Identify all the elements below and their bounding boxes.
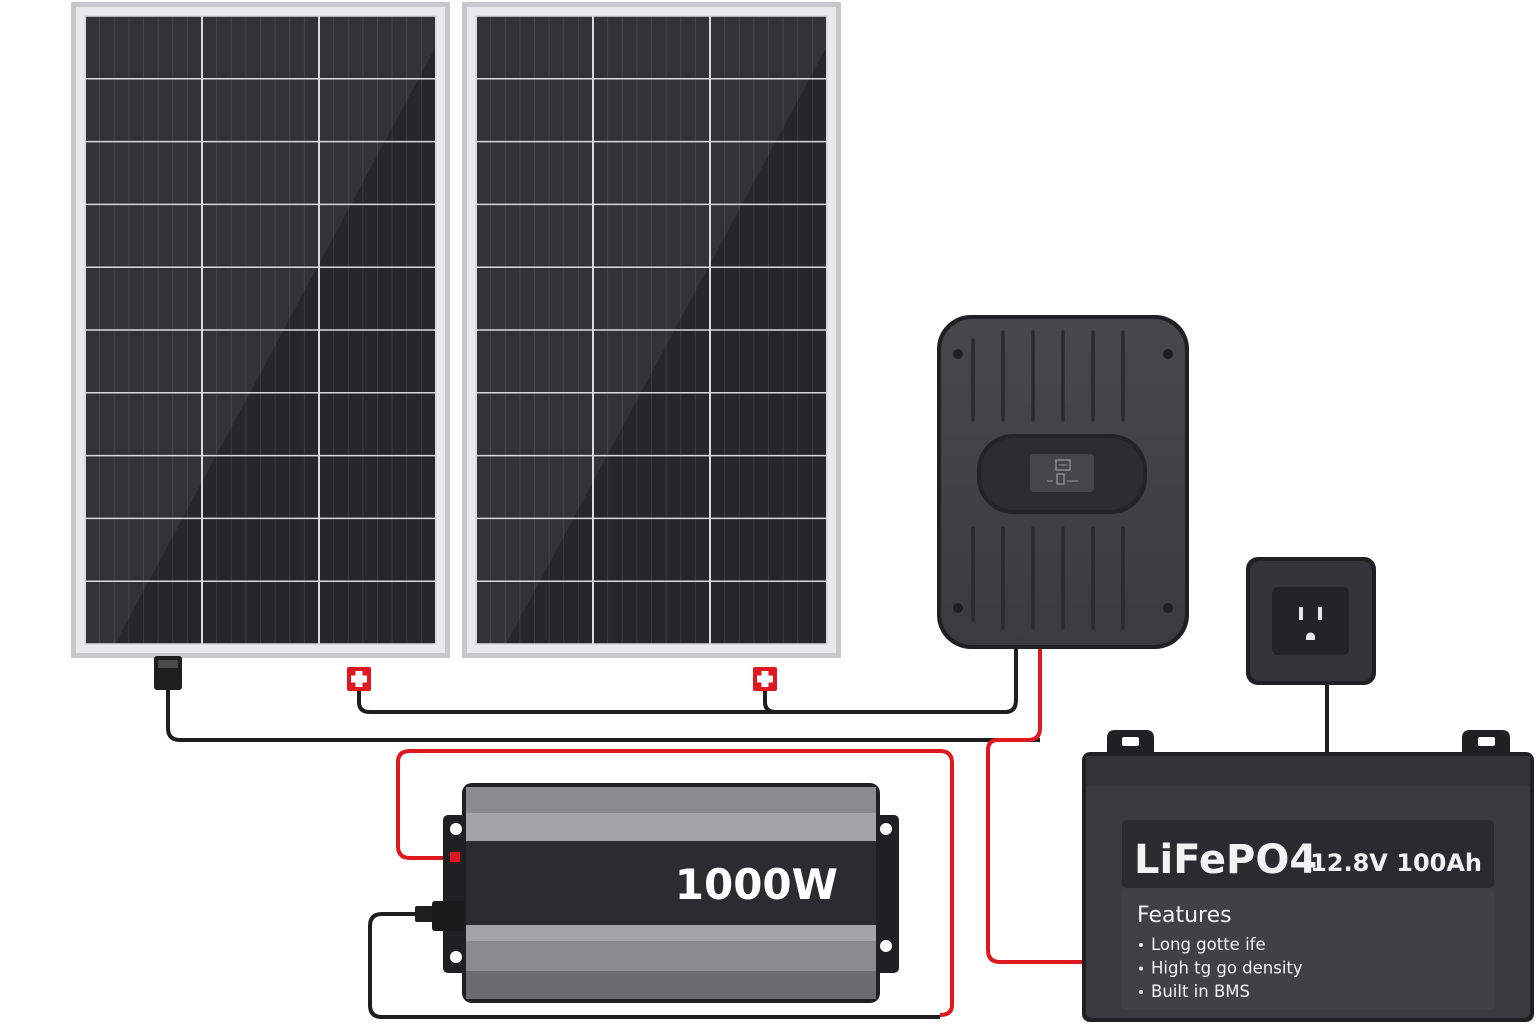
- ac-outlet-icon: [1299, 607, 1322, 640]
- battery-feature-item: Long gotte ife: [1151, 935, 1266, 954]
- plus-icon: [347, 667, 371, 691]
- ac-outlet: [1246, 557, 1376, 685]
- wire-black-panel-terminals: [357, 648, 1018, 714]
- battery-spec-label: 12.8V 100Ah: [1310, 849, 1482, 877]
- wire-black-panel-main: [166, 688, 1040, 742]
- wire-black-inverter: [368, 912, 940, 1019]
- bullet-icon: [1139, 943, 1143, 947]
- charge-controller: [937, 315, 1189, 649]
- bullet-icon: [1139, 966, 1143, 971]
- battery-features-heading: Features: [1137, 903, 1232, 928]
- wire-red-controller-battery: [986, 648, 1083, 964]
- lcd-display-icon: [1030, 454, 1094, 492]
- lifepo4-battery: LiFePO4 12.8V 100Ah Features Long gotte …: [1082, 730, 1534, 1022]
- plus-icon: [753, 667, 777, 691]
- battery-chemistry-label: LiFePO4: [1134, 837, 1317, 883]
- wiring: [166, 648, 1329, 1019]
- wire-black-panel2-terminal: [763, 690, 777, 714]
- inverter: 1000W: [415, 783, 899, 1003]
- inverter-rating-label: 1000W: [675, 860, 838, 909]
- solar-panel-1: [71, 2, 450, 658]
- bullet-icon: [1139, 990, 1143, 994]
- panel-connector: [154, 656, 182, 690]
- battery-feature-item: High tg go density: [1151, 959, 1303, 978]
- solar-panel-2: [462, 2, 841, 658]
- wire-red-inverter: [396, 749, 954, 1017]
- battery-feature-item: Built in BMS: [1151, 982, 1250, 1001]
